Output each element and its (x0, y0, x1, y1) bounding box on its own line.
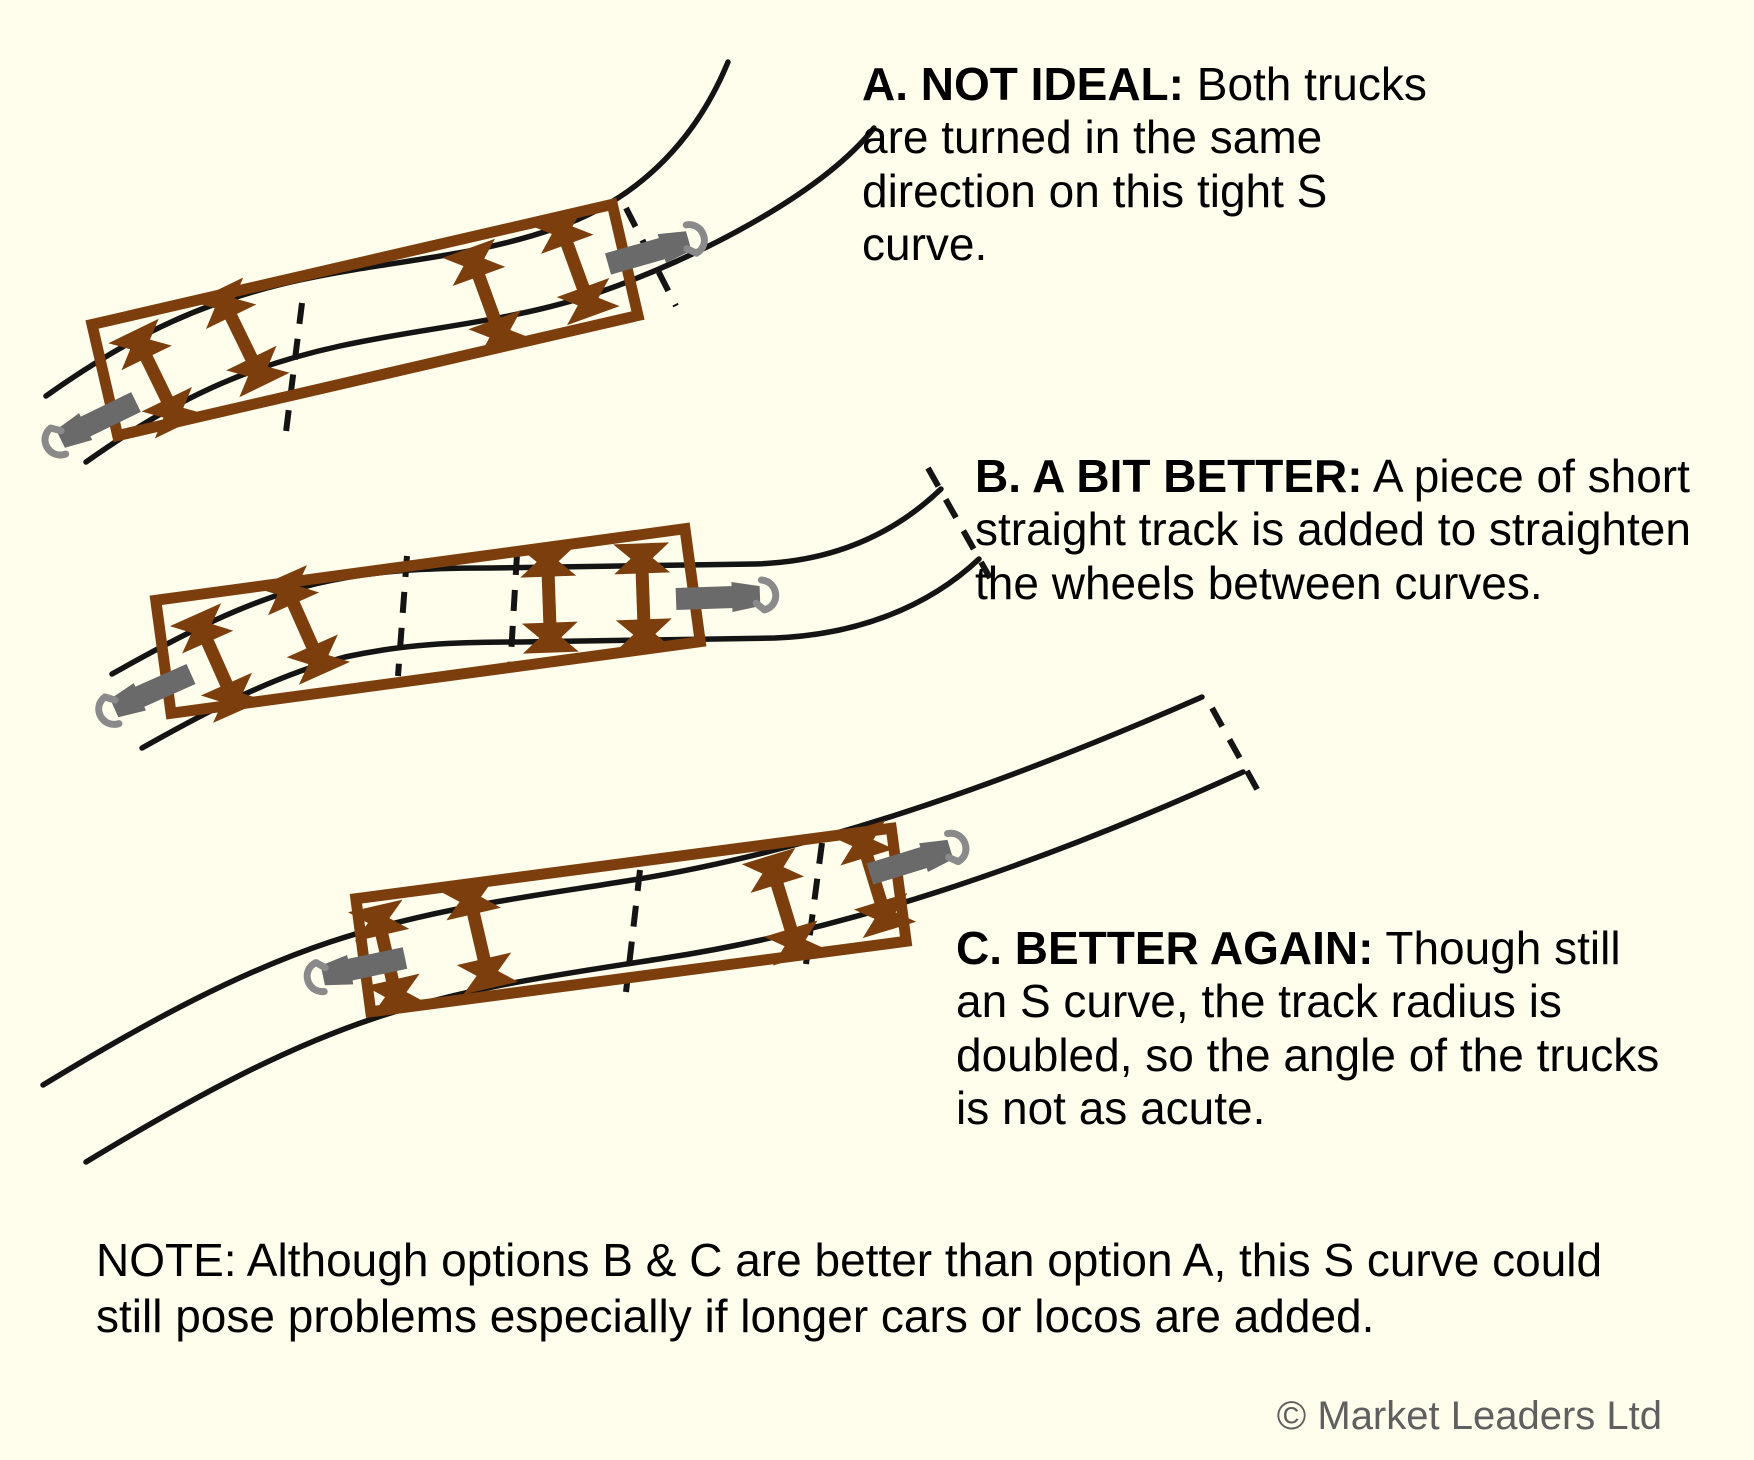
diagram-a (40, 59, 877, 465)
rail-upper (43, 59, 731, 399)
track-joint-dashed (395, 555, 410, 677)
coupler-a-left (40, 389, 143, 461)
caption-b-label: B. A BIT BETTER: (975, 450, 1363, 502)
rail-lower (83, 769, 1246, 1165)
diagram-c (40, 694, 1266, 1165)
caption-c-body: Though still an S curve, the track radiu… (956, 922, 1660, 1135)
caption-b-body: A piece of short straight track is added… (975, 450, 1691, 609)
caption-c-label: C. BETTER AGAIN: (956, 922, 1374, 974)
coupler-c-right (865, 830, 969, 889)
coupler-b-left (94, 660, 198, 729)
truck-b-right (519, 542, 673, 653)
rail-upper (40, 694, 1205, 1088)
caption-a-label: A. NOT IDEAL: (862, 58, 1184, 110)
rail-lower (139, 556, 982, 751)
caption-a-body: Both trucks are turned in the same direc… (862, 58, 1427, 271)
caption-b: B. A BIT BETTER: A piece of short straig… (975, 450, 1695, 610)
rail-lower (83, 125, 877, 465)
track-joint-dashed (803, 842, 825, 965)
copyright-text: © Market Leaders Ltd (1276, 1394, 1662, 1438)
diagram-b (94, 466, 993, 751)
track-joint-dashed (623, 869, 643, 993)
caption-a: A. NOT IDEAL: Both trucks are turned in … (862, 58, 1447, 271)
caption-c: C. BETTER AGAIN: Though still an S curve… (956, 922, 1676, 1135)
truck-b-left (170, 565, 350, 723)
rail-upper (109, 486, 944, 677)
track-joint-dashed (283, 302, 305, 433)
track-joint-dashed (507, 553, 520, 673)
car-c-body (349, 822, 913, 1018)
track-joint-dashed (1209, 706, 1266, 802)
note-text: NOTE: Although options B & C are better … (96, 1234, 1603, 1343)
car-b-body (149, 522, 707, 720)
